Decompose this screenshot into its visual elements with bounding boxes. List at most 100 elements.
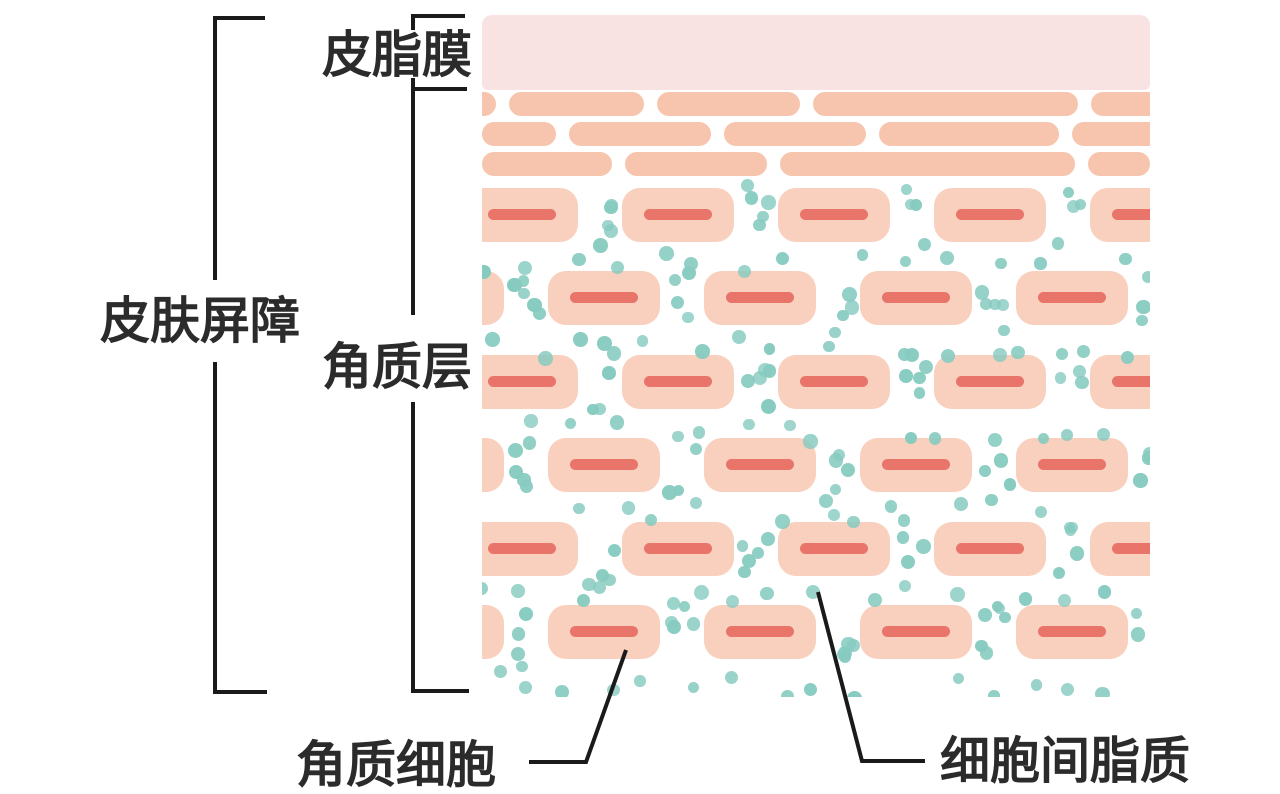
flattened-cell xyxy=(569,122,711,146)
lipid-dot xyxy=(752,371,767,386)
lipid-dot xyxy=(841,637,856,652)
lipid-dot xyxy=(573,502,585,515)
lipid-dot xyxy=(621,501,636,515)
sebum-bracket-upper xyxy=(411,14,415,30)
lipid-dot xyxy=(929,432,942,445)
corneocyte-cell xyxy=(622,188,734,242)
lipid-dot xyxy=(899,255,912,268)
lipid-dot xyxy=(1075,375,1090,390)
lipid-dot xyxy=(904,347,920,363)
lipid-dot xyxy=(611,260,625,274)
corneocyte-cell xyxy=(482,605,504,659)
corneocyte-cell xyxy=(934,521,1046,576)
lipid-dot xyxy=(609,415,625,430)
stratum-bracket-bottom-foot xyxy=(411,689,469,693)
lipid-dot xyxy=(994,453,1009,468)
lipid-dot xyxy=(752,546,764,559)
lipid-dot xyxy=(1096,427,1110,441)
stratum-bracket-top-foot xyxy=(411,87,467,91)
lipid-dot xyxy=(884,500,898,514)
lipid-dot xyxy=(564,417,577,430)
lipid-dot xyxy=(724,671,738,685)
lipid-dot xyxy=(913,387,925,399)
corneocyte-nucleus-dash xyxy=(1038,626,1106,637)
lipid-dot xyxy=(517,260,533,276)
lipid-dot xyxy=(518,681,532,694)
lipid-dot xyxy=(576,593,590,607)
corneocyte-nucleus-dash xyxy=(956,209,1024,220)
lipid-dot xyxy=(803,682,817,696)
lipid-dot xyxy=(1136,299,1150,315)
lipid-dot xyxy=(736,540,749,553)
stratum-corneum-illustration xyxy=(482,15,1150,697)
sebum-film-band xyxy=(482,15,1150,90)
flattened-cell xyxy=(1091,92,1150,116)
lipid-dot xyxy=(666,597,680,610)
label-intercellular-lipids: 细胞间脂质 xyxy=(940,732,1190,790)
lipid-dot xyxy=(1072,365,1086,379)
lipid-dot xyxy=(538,351,553,366)
lipid-dot xyxy=(602,366,616,380)
lipid-dot xyxy=(918,359,934,374)
corneocyte-cell xyxy=(778,188,890,242)
lipid-dot xyxy=(666,619,681,634)
lipid-dot xyxy=(693,585,709,601)
lipid-dot xyxy=(993,347,1008,362)
lipid-dot xyxy=(896,531,909,544)
lipid-dot xyxy=(694,343,710,359)
lipid-dot xyxy=(988,690,1000,697)
label-stratum-corneum: 角质层 xyxy=(322,338,472,396)
corneocyte-cell xyxy=(860,605,972,659)
lipid-dot xyxy=(916,539,931,555)
corneocyte-nucleus-dash xyxy=(644,375,712,387)
lipid-dot xyxy=(940,348,956,364)
corneocyte-nucleus-dash xyxy=(956,542,1024,554)
lipid-dot xyxy=(898,369,913,383)
lipid-dot xyxy=(996,298,1009,311)
lipid-dot xyxy=(572,252,586,266)
lipid-dot xyxy=(668,274,681,287)
lipid-dot xyxy=(1121,350,1135,364)
lipid-dot xyxy=(760,398,776,414)
lipid-dot xyxy=(485,332,501,347)
lipid-dot xyxy=(775,251,790,266)
lipid-dot xyxy=(1075,198,1087,211)
lipid-dot xyxy=(510,646,525,661)
lipid-dot xyxy=(974,285,990,300)
lipid-dot xyxy=(522,436,536,450)
lipid-dot xyxy=(482,264,492,280)
label-sebum-film: 皮脂膜 xyxy=(322,26,472,84)
lipid-dot xyxy=(803,434,818,449)
lipid-dot xyxy=(1037,432,1050,445)
lipid-dot xyxy=(757,211,769,223)
lipid-dot xyxy=(905,432,918,445)
flattened-cell xyxy=(724,122,866,146)
corneocyte-cell xyxy=(934,188,1046,242)
flattened-cell xyxy=(1072,122,1150,146)
lipid-dot xyxy=(602,219,614,232)
lipid-dot xyxy=(593,237,608,253)
lipid-dot xyxy=(687,682,700,694)
corneocyte-nucleus-dash xyxy=(882,459,950,471)
corneocyte-nucleus-dash xyxy=(570,626,638,637)
lipid-dot xyxy=(731,329,747,344)
lipid-dot xyxy=(775,513,790,529)
lipid-dot xyxy=(823,340,835,353)
lipid-dot xyxy=(511,627,526,641)
corneocyte-nucleus-dash xyxy=(1038,459,1106,471)
corneocyte-cell xyxy=(548,271,660,326)
lipid-dot xyxy=(1063,187,1075,199)
lipid-dot xyxy=(761,195,776,210)
lipid-dot xyxy=(1055,347,1069,361)
lipid-dot xyxy=(592,580,607,595)
lipid-dot xyxy=(910,199,922,211)
lipid-dot xyxy=(1051,237,1065,250)
lipid-dot xyxy=(977,608,992,622)
lipid-dot xyxy=(726,594,740,608)
lipid-dot xyxy=(1130,627,1145,642)
lipid-dot xyxy=(836,309,849,322)
lipid-dot xyxy=(1003,478,1017,491)
flattened-cell xyxy=(879,122,1059,146)
flattened-cell xyxy=(625,152,767,176)
lipid-dot xyxy=(998,324,1010,337)
